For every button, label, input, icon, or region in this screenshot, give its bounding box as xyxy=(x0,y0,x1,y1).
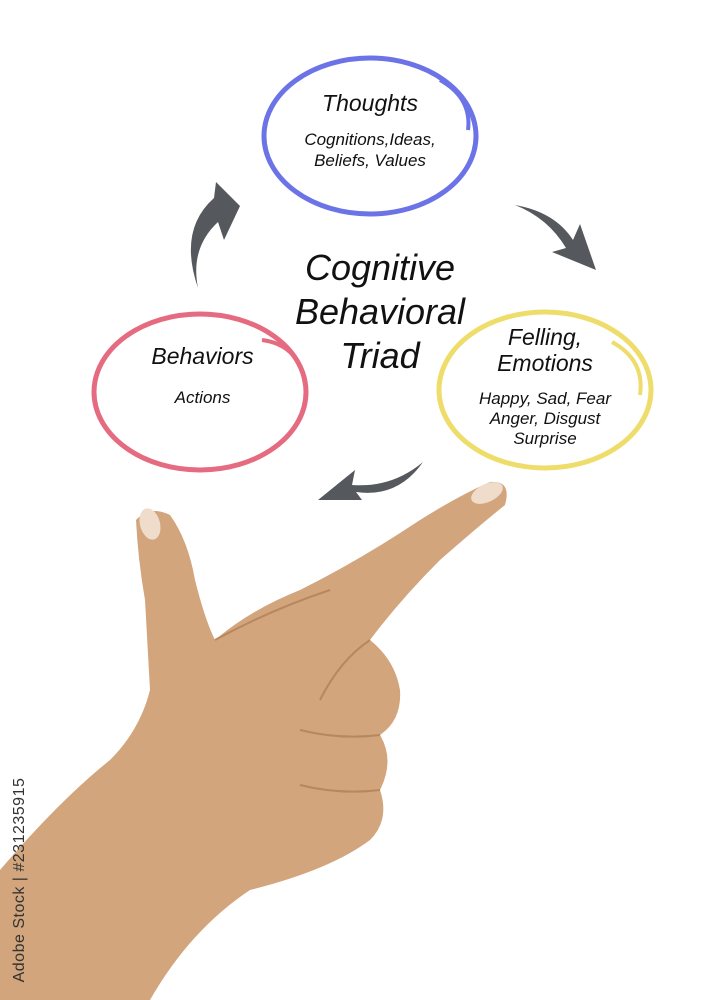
behaviors-title: Behaviors xyxy=(151,343,254,369)
thoughts-detail-line-2: Beliefs, Values xyxy=(314,151,426,170)
stock-id-text: Adobe Stock | #231235915 xyxy=(11,777,28,983)
diagram-title-line-2: Behavioral xyxy=(294,291,466,332)
thoughts-detail-line-1: Cognitions,Ideas, xyxy=(304,130,436,149)
behaviors-circle xyxy=(91,311,309,473)
feelings-detail-line-1: Happy, Sad, Fear xyxy=(479,389,611,408)
diagram-title-line-1: Cognitive xyxy=(304,247,456,288)
diagram-title-line-3: Triad xyxy=(340,335,420,376)
thoughts-circle xyxy=(261,55,479,217)
arrow-feelings-to-behaviors xyxy=(318,462,423,500)
feelings-circle xyxy=(436,309,654,471)
feelings-detail-line-3: Surprise xyxy=(513,429,577,448)
thoughts-title: Thoughts xyxy=(322,90,418,116)
feelings-detail-line-2: Anger, Disgust xyxy=(489,409,601,428)
behaviors-detail-line-1: Actions xyxy=(174,388,231,407)
pointing-hand xyxy=(0,481,507,1000)
stock-id-watermark: Adobe Stock | #231235915 xyxy=(8,770,32,990)
feelings-title-line-2: Emotions xyxy=(497,350,593,376)
feelings-title-line-1: Felling, xyxy=(507,324,583,350)
arrow-thoughts-to-feelings xyxy=(515,205,596,270)
arrow-behaviors-to-thoughts xyxy=(190,182,240,288)
